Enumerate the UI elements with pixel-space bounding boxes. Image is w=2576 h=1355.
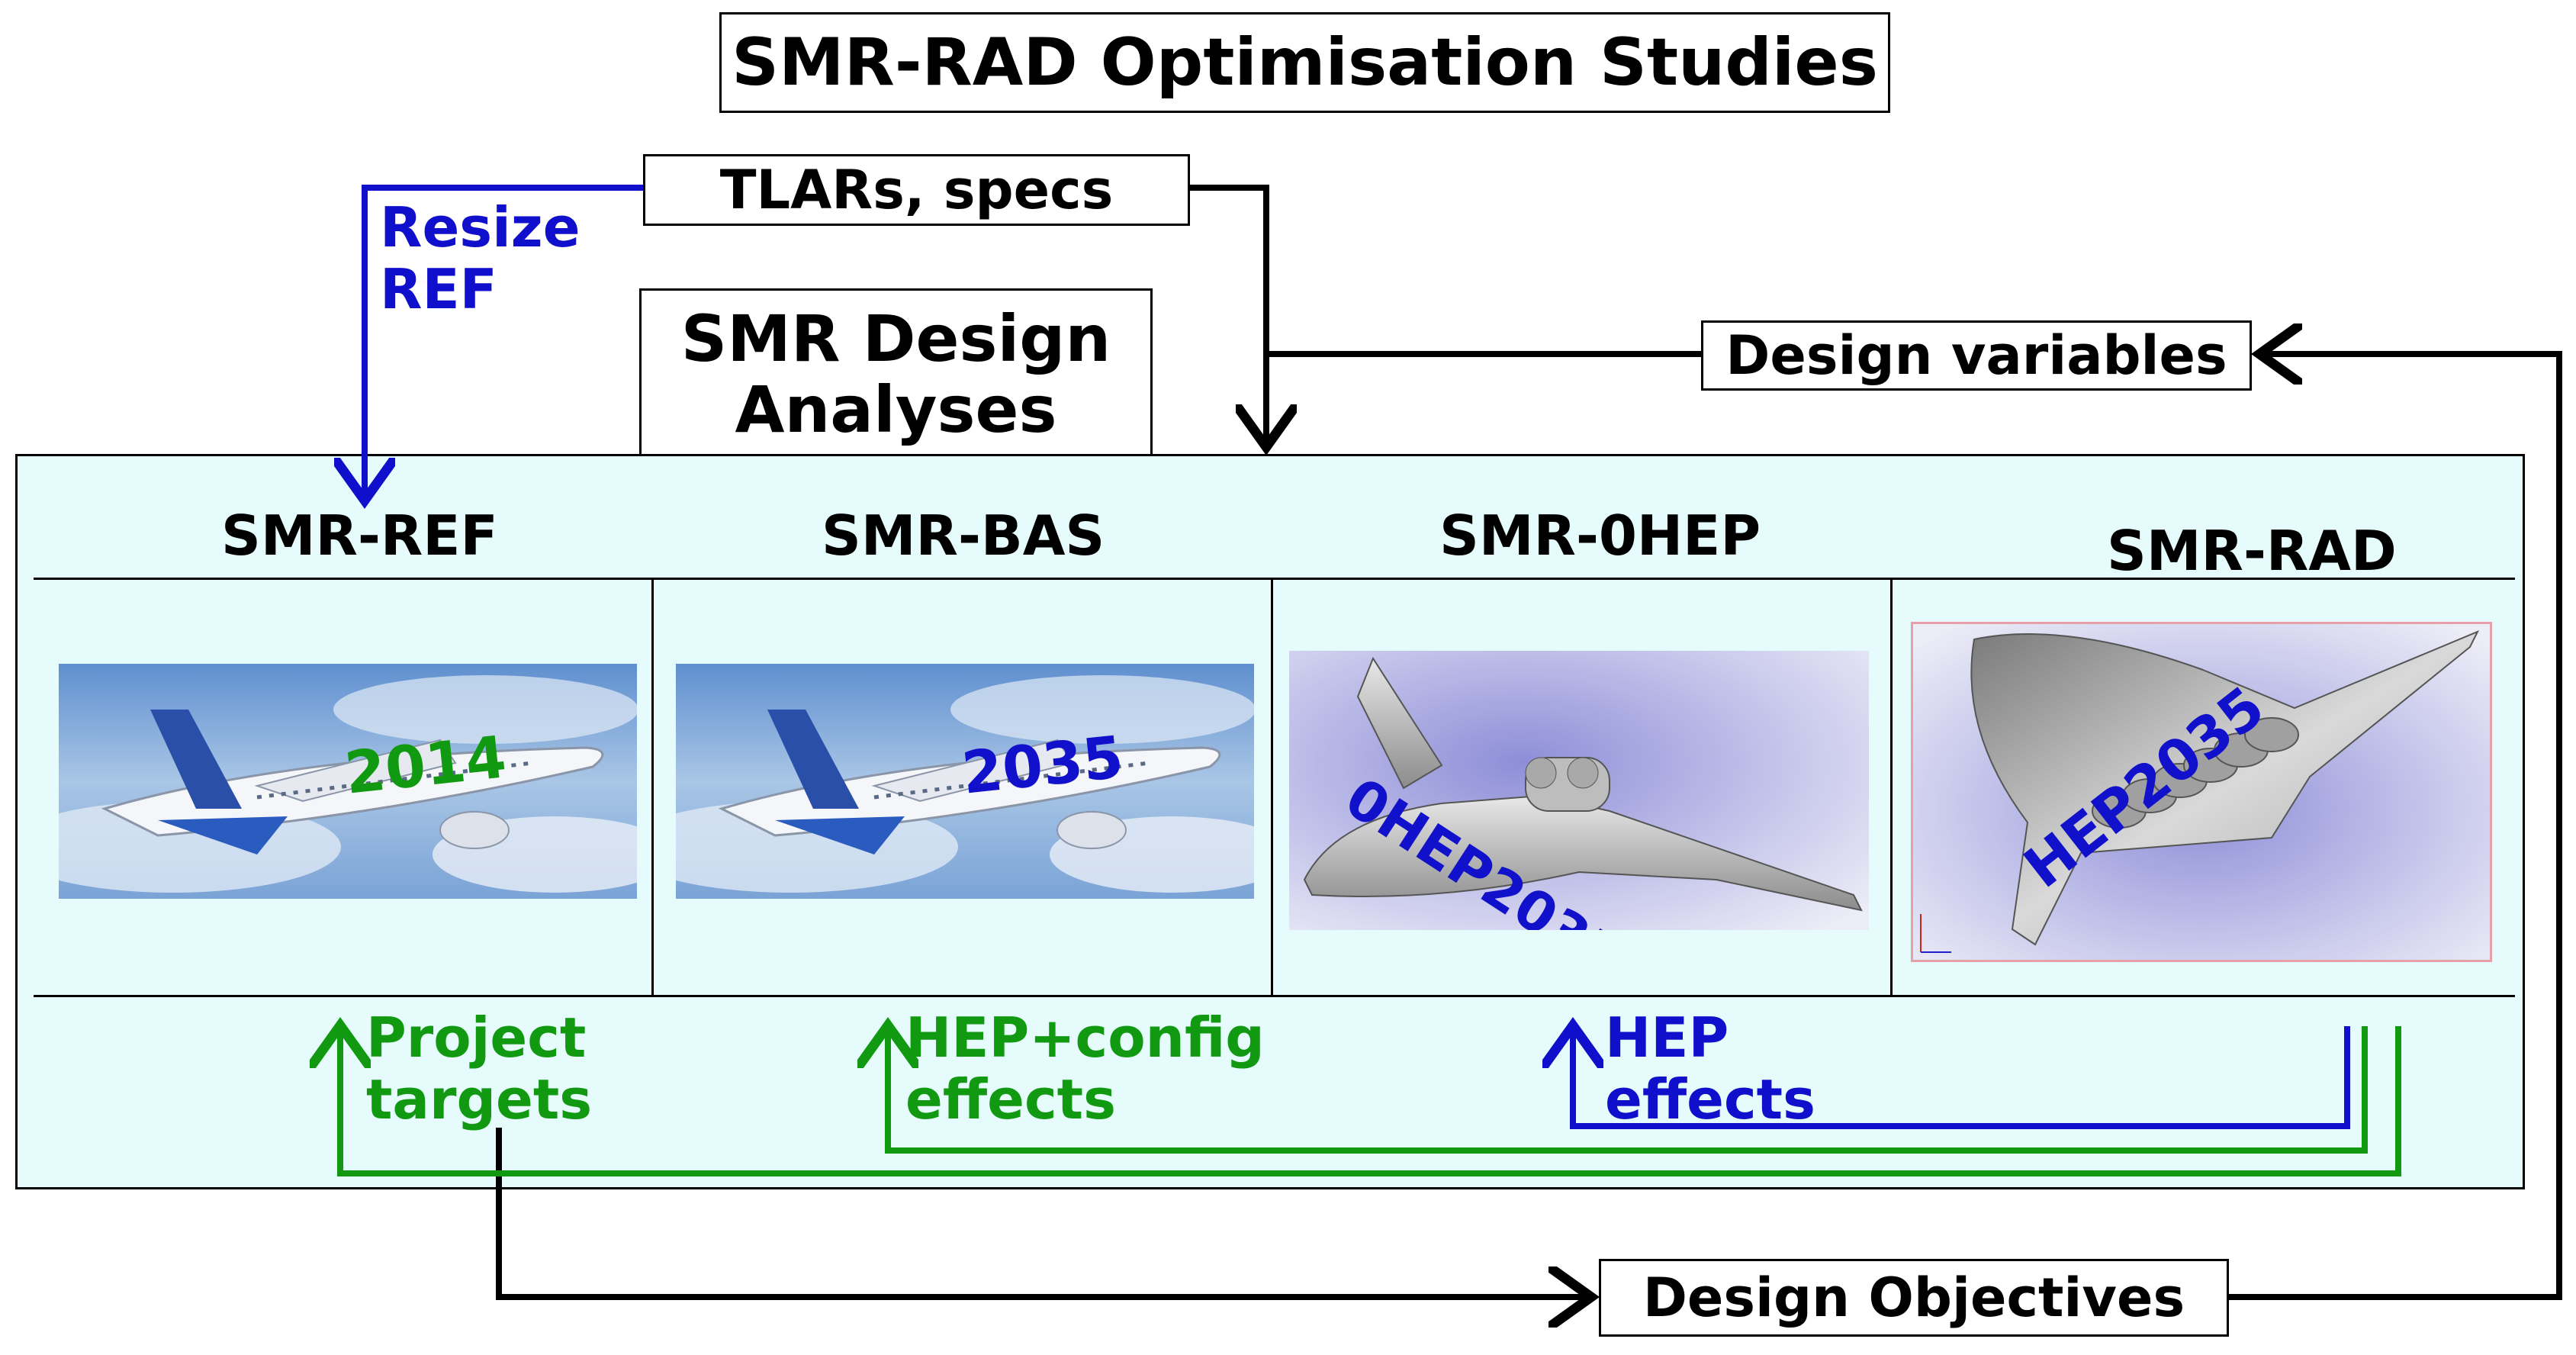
bwb-0hep-illustration bbox=[1289, 651, 1869, 930]
hep-effects-arrow bbox=[1573, 1026, 2350, 1129]
diagram-title: SMR-RAD Optimisation Studies bbox=[732, 24, 1878, 101]
tlars-label: TLARs, specs bbox=[719, 159, 1114, 221]
grid-divider bbox=[1890, 580, 1893, 995]
project-targets-label: Project targets bbox=[366, 1006, 593, 1131]
targets-to-objectives-arrow bbox=[496, 1128, 1585, 1297]
a320-illustration bbox=[676, 664, 1254, 899]
tlars-box: TLARs, specs bbox=[643, 154, 1190, 226]
aircraft-image-rad: HEP2035 bbox=[1911, 622, 2492, 962]
analyses-grid bbox=[34, 578, 2515, 997]
design-analyses-box: SMR Design Analyses bbox=[639, 288, 1153, 458]
grid-divider bbox=[651, 580, 654, 995]
design-analyses-line2: Analyses bbox=[735, 372, 1057, 447]
hep-config-effects-label: HEP+config effects bbox=[905, 1006, 1265, 1131]
hep-config-effects-arrow bbox=[888, 1026, 2368, 1154]
resize-ref-arrow bbox=[365, 185, 643, 494]
a320-illustration bbox=[59, 664, 637, 899]
column-title-smr-rad: SMR-RAD bbox=[2107, 519, 2397, 583]
hep-effects-label: HEP effects bbox=[1605, 1006, 1815, 1131]
aircraft-image-0hep: 0HEP2035 bbox=[1289, 651, 1869, 930]
design-variables-label: Design variables bbox=[1725, 324, 2227, 387]
column-title-smr-0hep: SMR-0HEP bbox=[1439, 504, 1761, 568]
design-analyses-line1: SMR Design bbox=[680, 301, 1111, 377]
aircraft-image-ref: 2014 bbox=[59, 664, 637, 899]
tlars-to-analyses-arrow bbox=[1190, 185, 1266, 441]
grid-divider bbox=[1271, 580, 1273, 995]
bwb-rad-illustration bbox=[1913, 624, 2490, 960]
design-objectives-box: Design Objectives bbox=[1599, 1259, 2229, 1337]
column-title-smr-bas: SMR-BAS bbox=[822, 504, 1105, 568]
resize-ref-label: Resize REF bbox=[380, 195, 580, 321]
column-title-smr-ref: SMR-REF bbox=[221, 504, 498, 568]
diagram-title-box: SMR-RAD Optimisation Studies bbox=[719, 12, 1890, 113]
design-objectives-label: Design Objectives bbox=[1642, 1266, 2185, 1329]
project-targets-arrow bbox=[340, 1026, 2401, 1176]
objectives-to-variables-arrow bbox=[2229, 354, 2562, 1300]
aircraft-image-bas: 2035 bbox=[676, 664, 1254, 899]
design-variables-box: Design variables bbox=[1701, 320, 2252, 391]
